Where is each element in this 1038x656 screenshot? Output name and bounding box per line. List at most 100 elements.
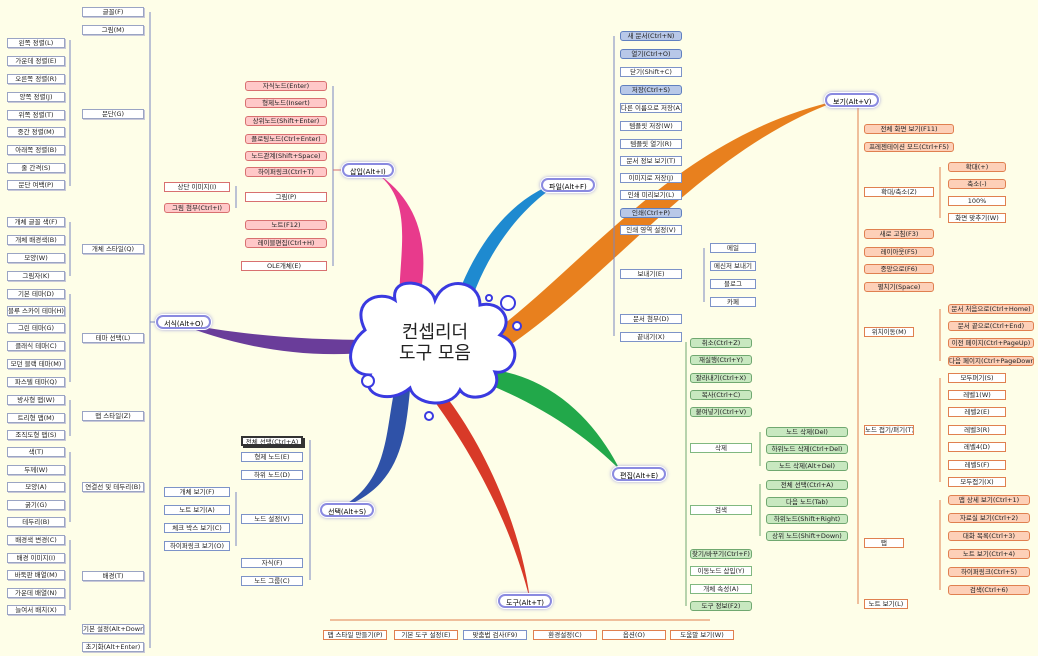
file-item[interactable]: 새 문서(Ctrl+N) <box>620 31 682 41</box>
edit-delete-child[interactable]: 하위노드 삭제(Ctrl+Del) <box>766 444 848 454</box>
view-zoom-child[interactable]: 100% <box>948 196 1006 206</box>
format-para-item[interactable]: 왼쪽 정렬(L) <box>7 38 65 48</box>
tools-item[interactable]: 기본 도구 설정(E) <box>394 630 458 640</box>
edit-item[interactable]: 삭제 <box>690 443 752 453</box>
category-edit[interactable]: 편집(Alt+E) <box>612 467 667 481</box>
file-send-child[interactable]: 메일 <box>710 243 756 253</box>
category-format[interactable]: 서식(Alt+O) <box>156 315 212 329</box>
select-set-child[interactable]: 노트 보기(A) <box>164 505 230 515</box>
format-group[interactable]: 기본 설정(Alt+Down) <box>82 624 144 634</box>
format-para-item[interactable]: 아래쪽 정렬(B) <box>7 145 65 155</box>
format-para-item[interactable]: 줄 간격(S) <box>7 163 65 173</box>
view-zoom-child[interactable]: 확대(+) <box>948 162 1006 172</box>
edit-item[interactable]: 잘라내기(Ctrl+X) <box>690 373 752 383</box>
file-item[interactable]: 템플릿 저장(W) <box>620 121 682 131</box>
view-fold-child[interactable]: 레벨2(E) <box>948 407 1006 417</box>
view-fold-child[interactable]: 모두접기(X) <box>948 477 1006 487</box>
file-item[interactable]: 닫기(Shift+C) <box>620 67 682 77</box>
category-file[interactable]: 파일(Alt+F) <box>541 178 595 192</box>
file-item[interactable]: 인쇄 미리보기(L) <box>620 190 682 200</box>
format-objstyle-item[interactable]: 개체 글꼴 색(F) <box>7 217 65 227</box>
insert-item[interactable]: 하이퍼링크(Ctrl+T) <box>245 167 327 177</box>
view-fold-child[interactable]: 레벨4(D) <box>948 442 1006 452</box>
format-group[interactable]: 문단(G) <box>82 109 144 119</box>
insert-item[interactable]: 노트(F12) <box>245 220 327 230</box>
format-para-item[interactable]: 가운데 정렬(E) <box>7 56 65 66</box>
file-item[interactable]: 끝내기(X) <box>620 332 682 342</box>
format-bg-item[interactable]: 늘여서 배치(X) <box>7 605 65 615</box>
format-bg-item[interactable]: 바둑판 배열(M) <box>7 570 65 580</box>
view-item[interactable]: 확대/축소(Z) <box>864 187 934 197</box>
insert-item[interactable]: 상위노드(Shift+Enter) <box>245 116 327 126</box>
format-para-item[interactable]: 양쪽 정렬(J) <box>7 92 65 102</box>
view-tab-child[interactable]: 자료실 보기(Ctrl+2) <box>948 513 1030 523</box>
format-para-item[interactable]: 중간 정렬(M) <box>7 127 65 137</box>
edit-search-child[interactable]: 전체 선택(Ctrl+A) <box>766 480 848 490</box>
insert-item[interactable]: OLE개체(E) <box>241 261 327 271</box>
view-item[interactable]: 중앙으로(F6) <box>864 264 934 274</box>
view-move-child[interactable]: 이전 페이지(Ctrl+PageUp) <box>948 338 1034 348</box>
select-set-child[interactable]: 체크 박스 보기(C) <box>164 523 230 533</box>
format-line-item[interactable]: 테두리(B) <box>7 517 65 527</box>
view-tab-child[interactable]: 검색(Ctrl+6) <box>948 585 1030 595</box>
format-group[interactable]: 초기화(Alt+Enter) <box>82 642 144 652</box>
view-move-child[interactable]: 문서 처음으로(Ctrl+Home) <box>948 304 1034 314</box>
view-item[interactable]: 탭 <box>864 538 904 548</box>
format-group[interactable]: 배경(T) <box>82 571 144 581</box>
file-item[interactable]: 인쇄(Ctrl+P) <box>620 208 682 218</box>
format-theme-item[interactable]: 블루 스카이 테마(H) <box>7 306 65 316</box>
edit-search-child[interactable]: 상위 노드(Shift+Down) <box>766 531 848 541</box>
format-mapstyle-item[interactable]: 조직도형 맵(S) <box>7 430 65 440</box>
format-objstyle-item[interactable]: 그림자(K) <box>7 271 65 281</box>
select-item[interactable]: 자식(F) <box>241 558 303 568</box>
insert-item[interactable]: 레이블편집(Ctrl+H) <box>245 238 327 248</box>
view-move-child[interactable]: 다음 페이지(Ctrl+PageDown) <box>948 356 1034 366</box>
select-item[interactable]: 전체 선택(Ctrl+A) <box>241 436 303 446</box>
format-para-item[interactable]: 문단 여백(P) <box>7 180 65 190</box>
view-item[interactable]: 노드 접기/펴기(T) <box>864 425 914 435</box>
view-fold-child[interactable]: 레벨3(R) <box>948 425 1006 435</box>
format-group[interactable]: 연결선 및 테두리(B) <box>82 482 144 492</box>
view-item[interactable]: 위치이동(M) <box>864 327 914 337</box>
file-item[interactable]: 열기(Ctrl+O) <box>620 49 682 59</box>
edit-item[interactable]: 도구 정보(F2) <box>690 601 752 611</box>
view-tab-child[interactable]: 하이퍼링크(Ctrl+5) <box>948 567 1030 577</box>
file-item[interactable]: 저장(Ctrl+S) <box>620 85 682 95</box>
format-theme-item[interactable]: 클래식 테마(C) <box>7 341 65 351</box>
view-item[interactable]: 프레젠테이션 모드(Ctrl+F5) <box>864 142 954 152</box>
edit-item[interactable]: 개체 속성(A) <box>690 584 752 594</box>
insert-item[interactable]: 노드관계(Shift+Space) <box>245 151 327 161</box>
format-bg-item[interactable]: 가운데 배열(N) <box>7 588 65 598</box>
file-send-child[interactable]: 메신저 보내기 <box>710 261 756 271</box>
format-group[interactable]: 테마 선택(L) <box>82 333 144 343</box>
view-item[interactable]: 노트 보기(L) <box>864 599 908 609</box>
format-objstyle-item[interactable]: 개체 배경색(B) <box>7 235 65 245</box>
edit-item[interactable]: 재실행(Ctrl+Y) <box>690 355 752 365</box>
edit-search-child[interactable]: 다음 노드(Tab) <box>766 497 848 507</box>
category-view[interactable]: 보기(Alt+V) <box>825 93 880 107</box>
format-group[interactable]: 맵 스타일(Z) <box>82 411 144 421</box>
select-set-child[interactable]: 개체 보기(F) <box>164 487 230 497</box>
insert-item[interactable]: 그림(P) <box>245 192 327 202</box>
file-item[interactable]: 인쇄 영역 설정(V) <box>620 225 682 235</box>
edit-item[interactable]: 이동노드 삽입(Y) <box>690 566 752 576</box>
view-tab-child[interactable]: 맵 상세 보기(Ctrl+1) <box>948 495 1030 505</box>
view-tab-child[interactable]: 대화 목록(Ctrl+3) <box>948 531 1030 541</box>
format-theme-item[interactable]: 파스텔 테마(Q) <box>7 377 65 387</box>
format-para-item[interactable]: 오른쪽 정렬(R) <box>7 74 65 84</box>
edit-item[interactable]: 붙여넣기(Ctrl+V) <box>690 407 752 417</box>
category-insert[interactable]: 삽입(Alt+I) <box>342 163 394 177</box>
format-top-item[interactable]: 글꼴(F) <box>82 7 144 17</box>
file-send-child[interactable]: 블로그 <box>710 279 756 289</box>
format-line-item[interactable]: 모양(A) <box>7 482 65 492</box>
format-top-item[interactable]: 그림(M) <box>82 25 144 35</box>
insert-item[interactable]: 형제노드(Insert) <box>245 98 327 108</box>
file-item[interactable]: 다른 이름으로 저장(A) <box>620 103 682 113</box>
view-item[interactable]: 새로 고침(F3) <box>864 229 934 239</box>
select-item[interactable]: 형제 노드(E) <box>241 452 303 462</box>
tools-item[interactable]: 도움말 보기(W) <box>670 630 734 640</box>
format-mapstyle-item[interactable]: 트리형 맵(M) <box>7 413 65 423</box>
insert-item[interactable]: 플로팅노드(Ctrl+Enter) <box>245 134 327 144</box>
view-item[interactable]: 전체 화면 보기(F11) <box>864 124 954 134</box>
view-zoom-child[interactable]: 화면 맞추기(W) <box>948 213 1006 223</box>
